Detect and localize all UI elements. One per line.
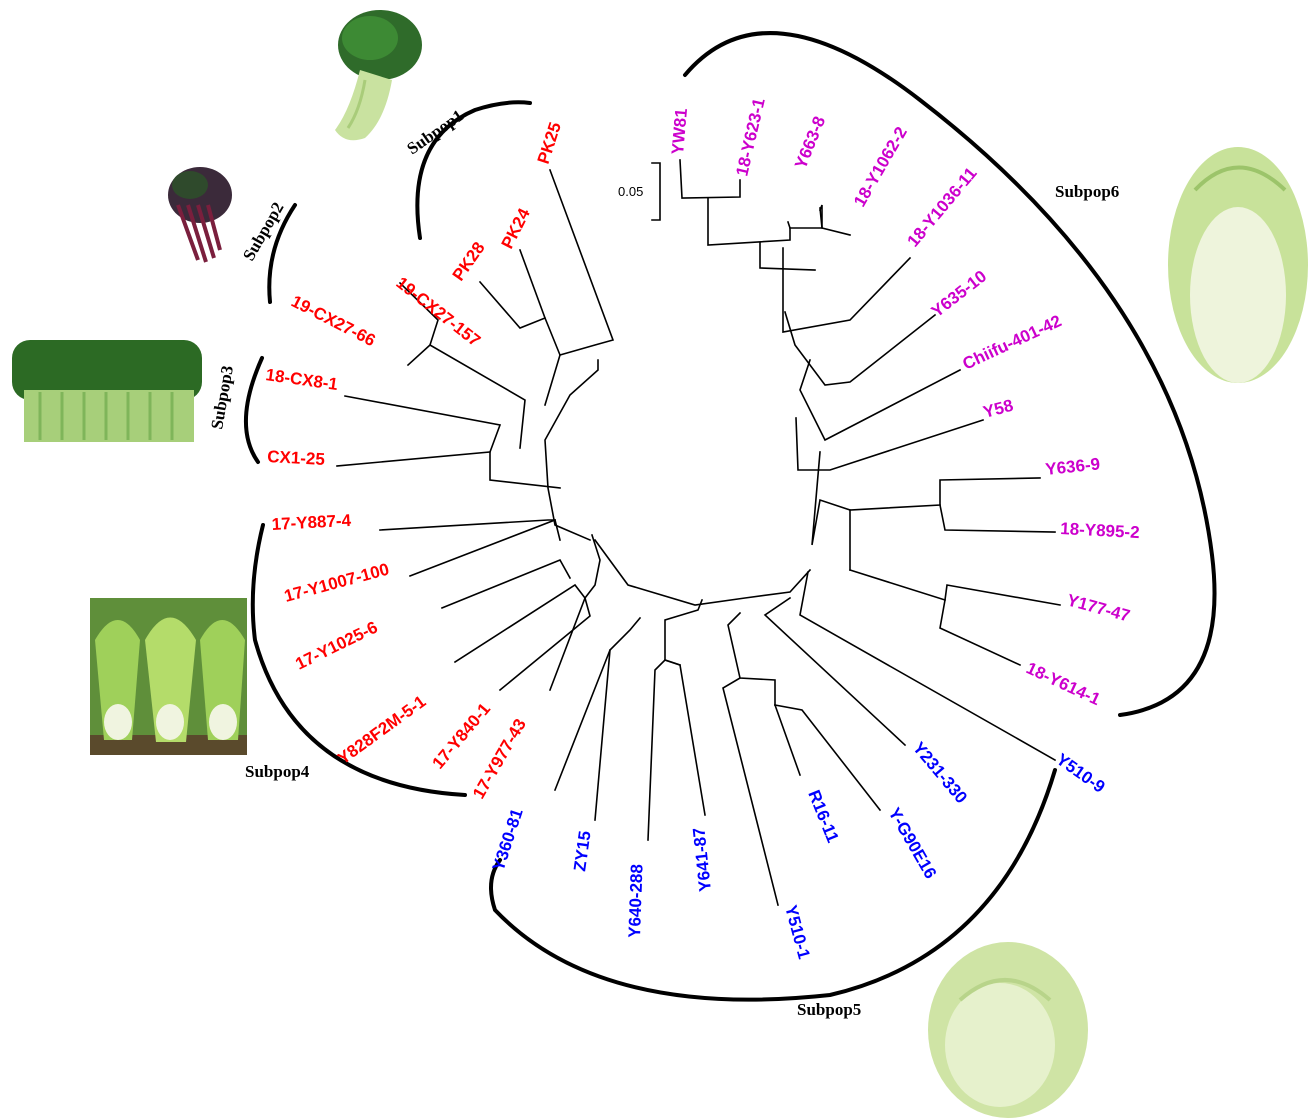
leaf-label: Y510-9 (1053, 750, 1109, 797)
leaf-label: 18-Y623-1 (732, 96, 768, 178)
subpop-arcs (246, 33, 1215, 1000)
leaf-label: PK25 (534, 120, 565, 166)
leaf-label: Y640-288 (625, 864, 647, 938)
round-head-cabbage-photo (928, 942, 1088, 1118)
leaf-label: CX1-25 (267, 447, 326, 469)
subpop4-label: Subpop4 (245, 762, 310, 781)
leaf-label: Y510-1 (781, 903, 814, 961)
tall-head-cabbage-photo (1168, 147, 1308, 383)
leaf-label: 18-Y1036-11 (904, 164, 981, 251)
leaf-label: 17-Y1025-6 (292, 618, 380, 674)
purple-choy-sum-photo (168, 167, 232, 262)
leaf-label: ZY15 (570, 830, 594, 873)
leaf-label: Y58 (981, 396, 1015, 422)
leaf-label: Y-G90E16 (885, 805, 941, 882)
leaf-label: 18-Y614-1 (1023, 658, 1103, 709)
scale-bar-label: 0.05 (618, 184, 643, 199)
leaf-label: PK24 (498, 205, 534, 252)
leaf-label: Y635-10 (928, 267, 990, 322)
open-head-cabbage-photo (90, 598, 247, 755)
leaf-label: 19-CX27-157 (393, 273, 484, 350)
leaf-label: 18-Y895-2 (1060, 519, 1140, 542)
leaf-label: YW81 (668, 108, 691, 156)
leaf-label: Y231-330 (909, 738, 971, 807)
subpop5-label: Subpop5 (797, 1000, 861, 1019)
leaf-label: 19-CX27-66 (288, 292, 378, 351)
leaf-label: 17-Y887-4 (271, 511, 352, 534)
leaf-label: 18-Y1062-2 (850, 124, 911, 210)
leaf-label: Y828F2M-5-1 (334, 692, 429, 768)
leaf-label: Y636-9 (1044, 454, 1101, 479)
choy-sum-bundle-photo (12, 340, 202, 442)
subpop6-label: Subpop6 (1055, 182, 1119, 201)
leaf-label: 18-CX8-1 (264, 365, 339, 394)
pak-choi-photo (335, 10, 422, 140)
leaf-label: Y641-87 (689, 827, 715, 893)
leaf-label: R16-11 (804, 787, 842, 845)
subpop-labels: Subpop1 Subpop2 Subpop3 Subpop4 Subpop5 … (207, 106, 1119, 1019)
leaf-label: Y663-8 (791, 114, 829, 172)
subpop6-arc (685, 33, 1215, 715)
leaf-label: Chiifu-401-42 (960, 311, 1065, 373)
leaf-label: Y360-81 (489, 806, 527, 873)
leaf-label: 17-Y1007-100 (282, 560, 391, 606)
leaf-label: 17-Y840-1 (429, 700, 495, 773)
subpop3-label: Subpop3 (207, 364, 237, 431)
leaf-label: Y177-47 (1065, 591, 1132, 626)
scale-bar: 0.05 (618, 163, 660, 220)
subpop1-label: Subpop1 (403, 106, 467, 158)
subpop3-arc (246, 358, 262, 462)
leaf-label: PK28 (449, 239, 489, 285)
